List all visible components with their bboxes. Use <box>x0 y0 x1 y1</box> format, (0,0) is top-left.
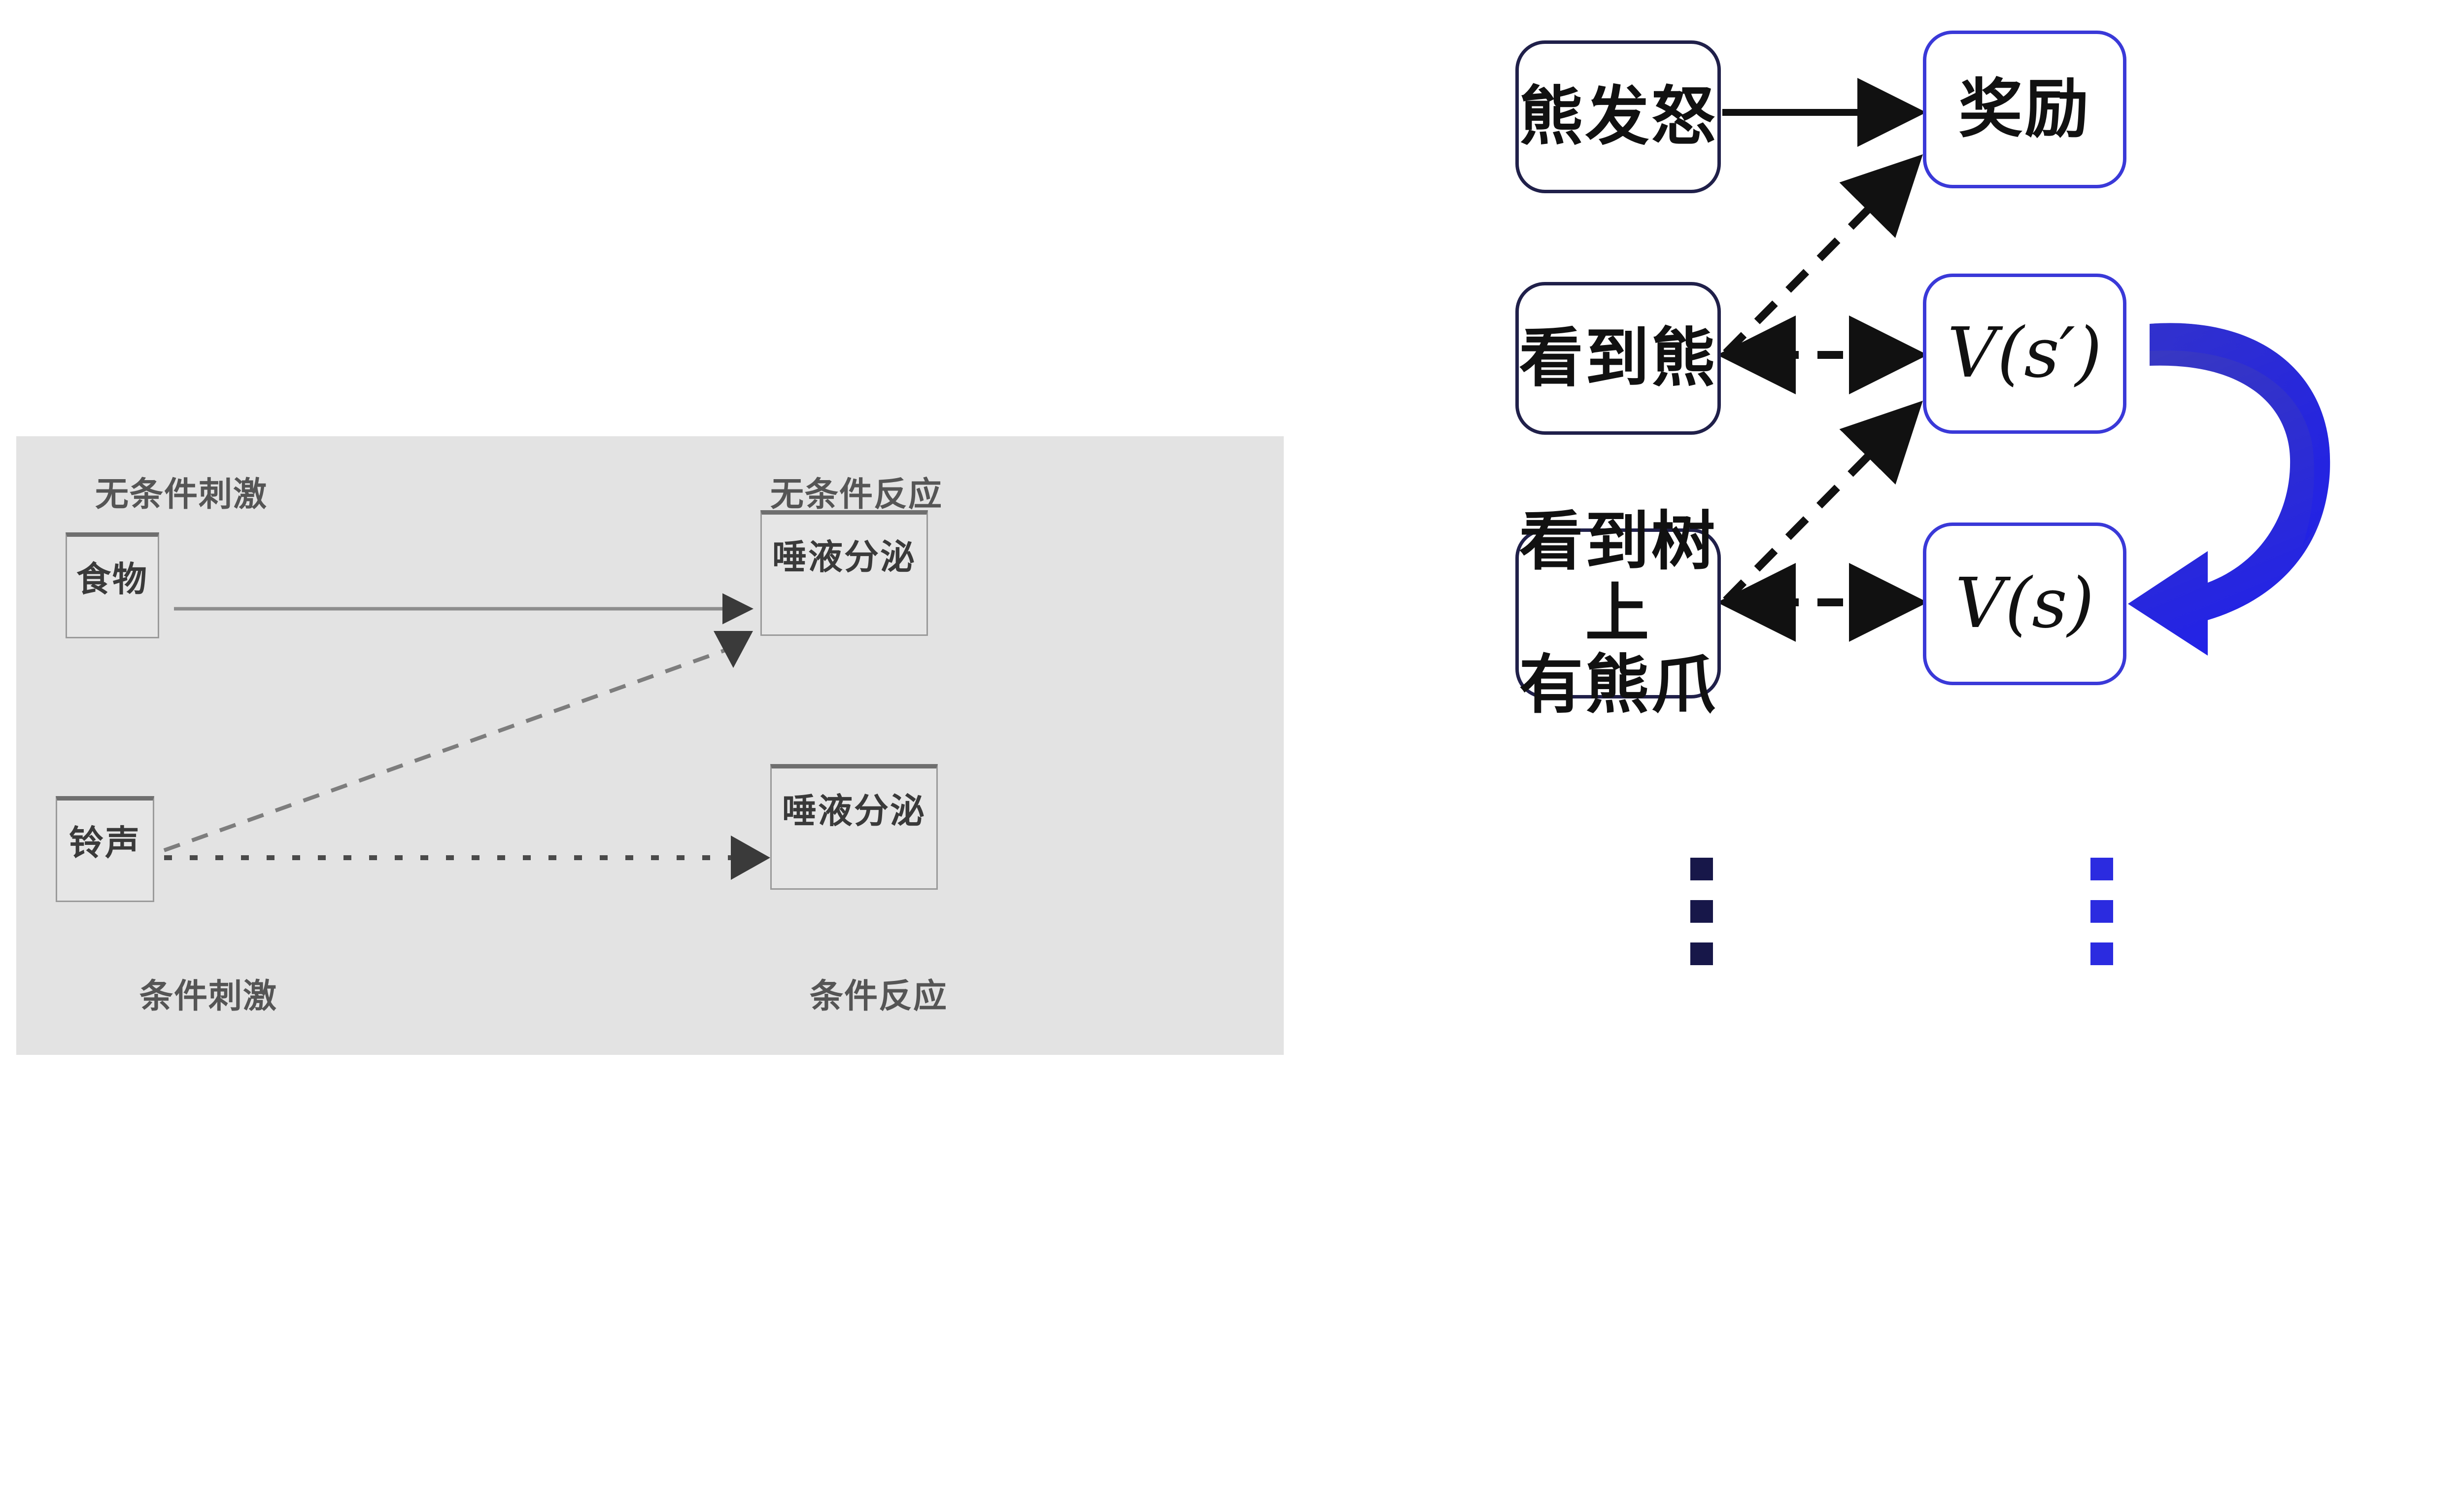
see-claw-box: 看到树上 有熊爪 <box>1515 505 1721 721</box>
bell-to-salivation-top-arrow <box>163 646 732 852</box>
unconditioned-stimulus-caption: 无条件刺激 <box>95 476 268 513</box>
ellipsis-dot <box>1690 942 1713 965</box>
value-s-box: V(s) <box>1923 523 2126 685</box>
bell-box-label: 铃声 <box>69 824 141 862</box>
bell-to-salivation-top-arrowhead <box>714 631 753 668</box>
salivation-top-box-label: 唾液分泌 <box>772 538 916 576</box>
left-column-ellipsis <box>1690 858 1713 965</box>
ellipsis-dot <box>2090 942 2113 965</box>
salivation-top-box: 唾液分泌 <box>760 510 928 636</box>
bell-box: 铃声 <box>56 796 154 902</box>
conditioned-stimulus-caption: 条件刺激 <box>139 977 278 1015</box>
value-s-box-label: V(s) <box>1955 563 2094 644</box>
ellipsis-dot <box>1690 858 1713 880</box>
bear-angry-box: 熊发怒 <box>1515 40 1721 193</box>
salivation-bottom-box: 唾液分泌 <box>770 764 938 890</box>
bell-to-salivation-bottom-arrowhead <box>731 836 770 880</box>
conditioned-response-caption: 条件反应 <box>810 977 948 1015</box>
ellipsis-dot <box>2090 858 2113 880</box>
food-box-label: 食物 <box>76 560 148 598</box>
right-column-ellipsis <box>2090 858 2113 965</box>
value-sprime-box-label: V(s′) <box>1947 313 2102 394</box>
ellipsis-dot <box>1690 900 1713 923</box>
classical-conditioning-arrows <box>163 593 770 880</box>
unconditioned-response-caption: 无条件反应 <box>770 476 943 513</box>
ellipsis-dot <box>2090 900 2113 923</box>
value-backup-loop-arrow <box>2128 323 2330 656</box>
food-box: 食物 <box>66 532 159 638</box>
value-sprime-box: V(s′) <box>1923 274 2126 434</box>
classical-conditioning-diagram: 无条件刺激 无条件反应 条件刺激 条件反应 食物 铃声 唾液分泌 唾液分泌 <box>16 436 1284 1055</box>
see-bear-box: 看到熊 <box>1515 282 1721 435</box>
rl-connections-layer <box>1717 78 2330 656</box>
reward-box-label: 奖励 <box>1958 71 2091 147</box>
see-bear-box-label: 看到熊 <box>1519 320 1717 396</box>
bear-angry-box-label: 熊发怒 <box>1519 79 1717 154</box>
see-claw-box-label: 看到树上 有熊爪 <box>1519 504 1717 723</box>
see-bear-to-reward-arrow <box>1723 154 1923 356</box>
salivation-bottom-box-label: 唾液分泌 <box>782 792 926 830</box>
reward-box: 奖励 <box>1923 31 2126 188</box>
td-value-propagation-diagram: 熊发怒 看到熊 看到树上 有熊爪 奖励 V(s′) V(s) <box>1454 0 2464 1499</box>
see-claw-to-value-sprime-arrow <box>1723 400 1923 603</box>
